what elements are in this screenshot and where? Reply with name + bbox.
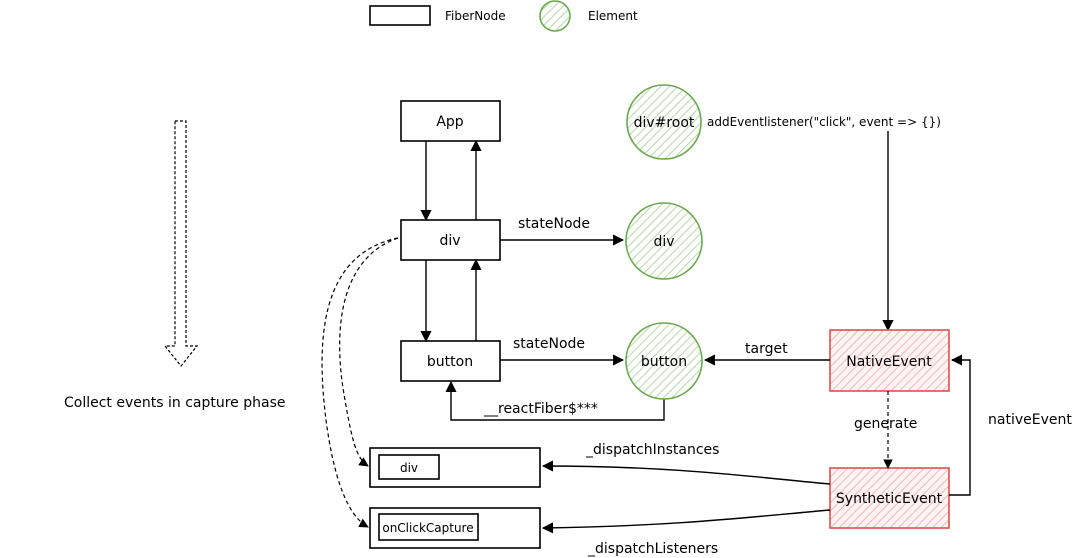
dispatch-instances-label: _dispatchInstances [585,442,719,458]
legend-element-label: Element [588,9,638,23]
synthetic-event: SyntheticEvent [829,467,950,529]
edge-collect-instance [339,237,399,467]
dispatch-instance-item-label: div [400,461,418,475]
legend-fibernode-label: FiberNode [445,9,506,23]
fiber-div: div [400,219,501,261]
fiber-div-label: div [439,233,460,249]
element-div-label: div [653,234,674,250]
dispatch-listeners-list: onClickCapture [369,507,541,549]
legend-fibernode-swatch [369,5,431,26]
capture-phase-arrow [163,120,199,367]
fiber-app-label: App [436,114,463,130]
add-listener-label: addEventlistener("click", event => {}) [707,115,941,129]
legend: FiberNode Element [369,0,638,32]
element-root: div#root [626,84,702,160]
dispatch-instances-list: div [369,447,541,488]
legend-element-swatch [539,0,571,32]
element-div: div [625,202,703,280]
react-fiber-label: __reactFiber$*** [483,401,598,417]
native-event-label: NativeEvent [846,354,932,370]
edge-native-event [949,354,971,496]
statenode-div-label: stateNode [518,216,590,232]
fiber-button-label: button [427,354,473,370]
fiber-button: button [400,340,501,382]
target-label: target [745,341,788,357]
dispatch-instance-item [378,454,440,480]
edge-dispatch-listeners [541,509,831,534]
element-button-label: button [641,354,687,370]
synthetic-event-label: SyntheticEvent [836,491,943,507]
native-event-ref-label: nativeEvent [988,412,1072,428]
dispatch-listener-item-label: onClickCapture [382,521,473,535]
element-root-label: div#root [634,115,695,131]
native-event: NativeEvent [829,329,950,392]
edge-react-fiber [445,380,665,421]
element-button: button [625,322,703,400]
statenode-button-label: stateNode [513,336,585,352]
edge-collect-listener [321,237,399,528]
generate-label: generate [854,416,917,432]
fiber-app: App [400,100,501,142]
capture-phase-note: Collect events in capture phase [64,395,285,411]
dispatch-listeners-label: _dispatchListeners [587,541,718,557]
edge-dispatch-instances [541,460,831,485]
dispatch-listener-item [378,513,479,541]
